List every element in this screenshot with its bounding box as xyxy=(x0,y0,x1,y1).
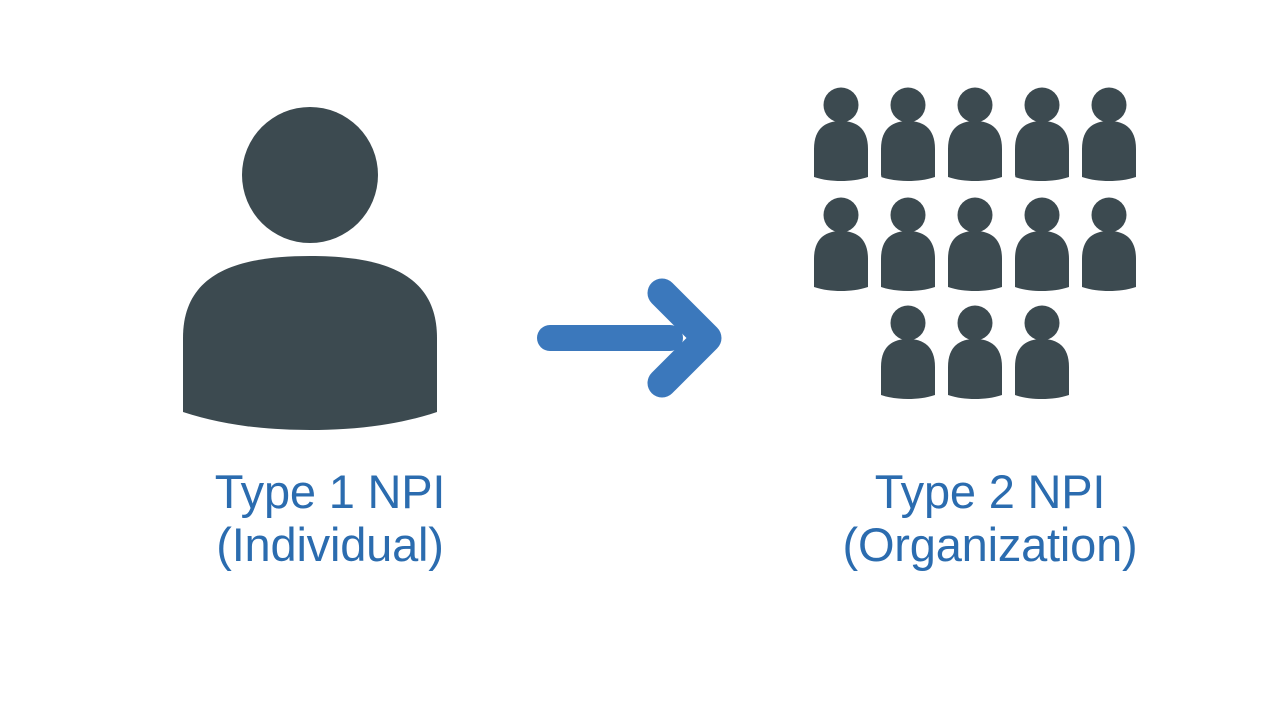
single-person-icon xyxy=(183,107,437,430)
person-head-shape xyxy=(242,107,378,243)
individual-figure-group xyxy=(120,80,520,440)
crowd-middle-row xyxy=(814,198,1136,292)
crowd-person xyxy=(881,87,935,181)
crowd-person xyxy=(1082,87,1136,181)
arrow-head xyxy=(647,278,722,398)
crowd-front-row xyxy=(881,306,1069,401)
individual-caption: Type 1 NPI (Individual) xyxy=(60,465,600,571)
individual-caption-line2: (Individual) xyxy=(216,517,444,571)
organization-caption-line1: Type 2 NPI xyxy=(874,465,1106,518)
transition-arrow-group xyxy=(525,275,735,405)
crowd-person xyxy=(948,87,1002,181)
organization-figure-group xyxy=(780,85,1210,430)
back-row-separators xyxy=(871,171,1016,186)
crowd-person xyxy=(1015,87,1069,181)
crowd-person xyxy=(814,87,868,181)
person-body-shape xyxy=(183,256,437,430)
organization-caption-line2: (Organization) xyxy=(842,517,1138,571)
individual-caption-line1: Type 1 NPI xyxy=(214,465,446,518)
organization-caption: Type 2 NPI (Organization) xyxy=(700,465,1280,571)
crowd-back-row xyxy=(814,87,1136,181)
right-arrow-icon xyxy=(537,278,722,398)
group-of-people-icon xyxy=(780,87,1210,430)
